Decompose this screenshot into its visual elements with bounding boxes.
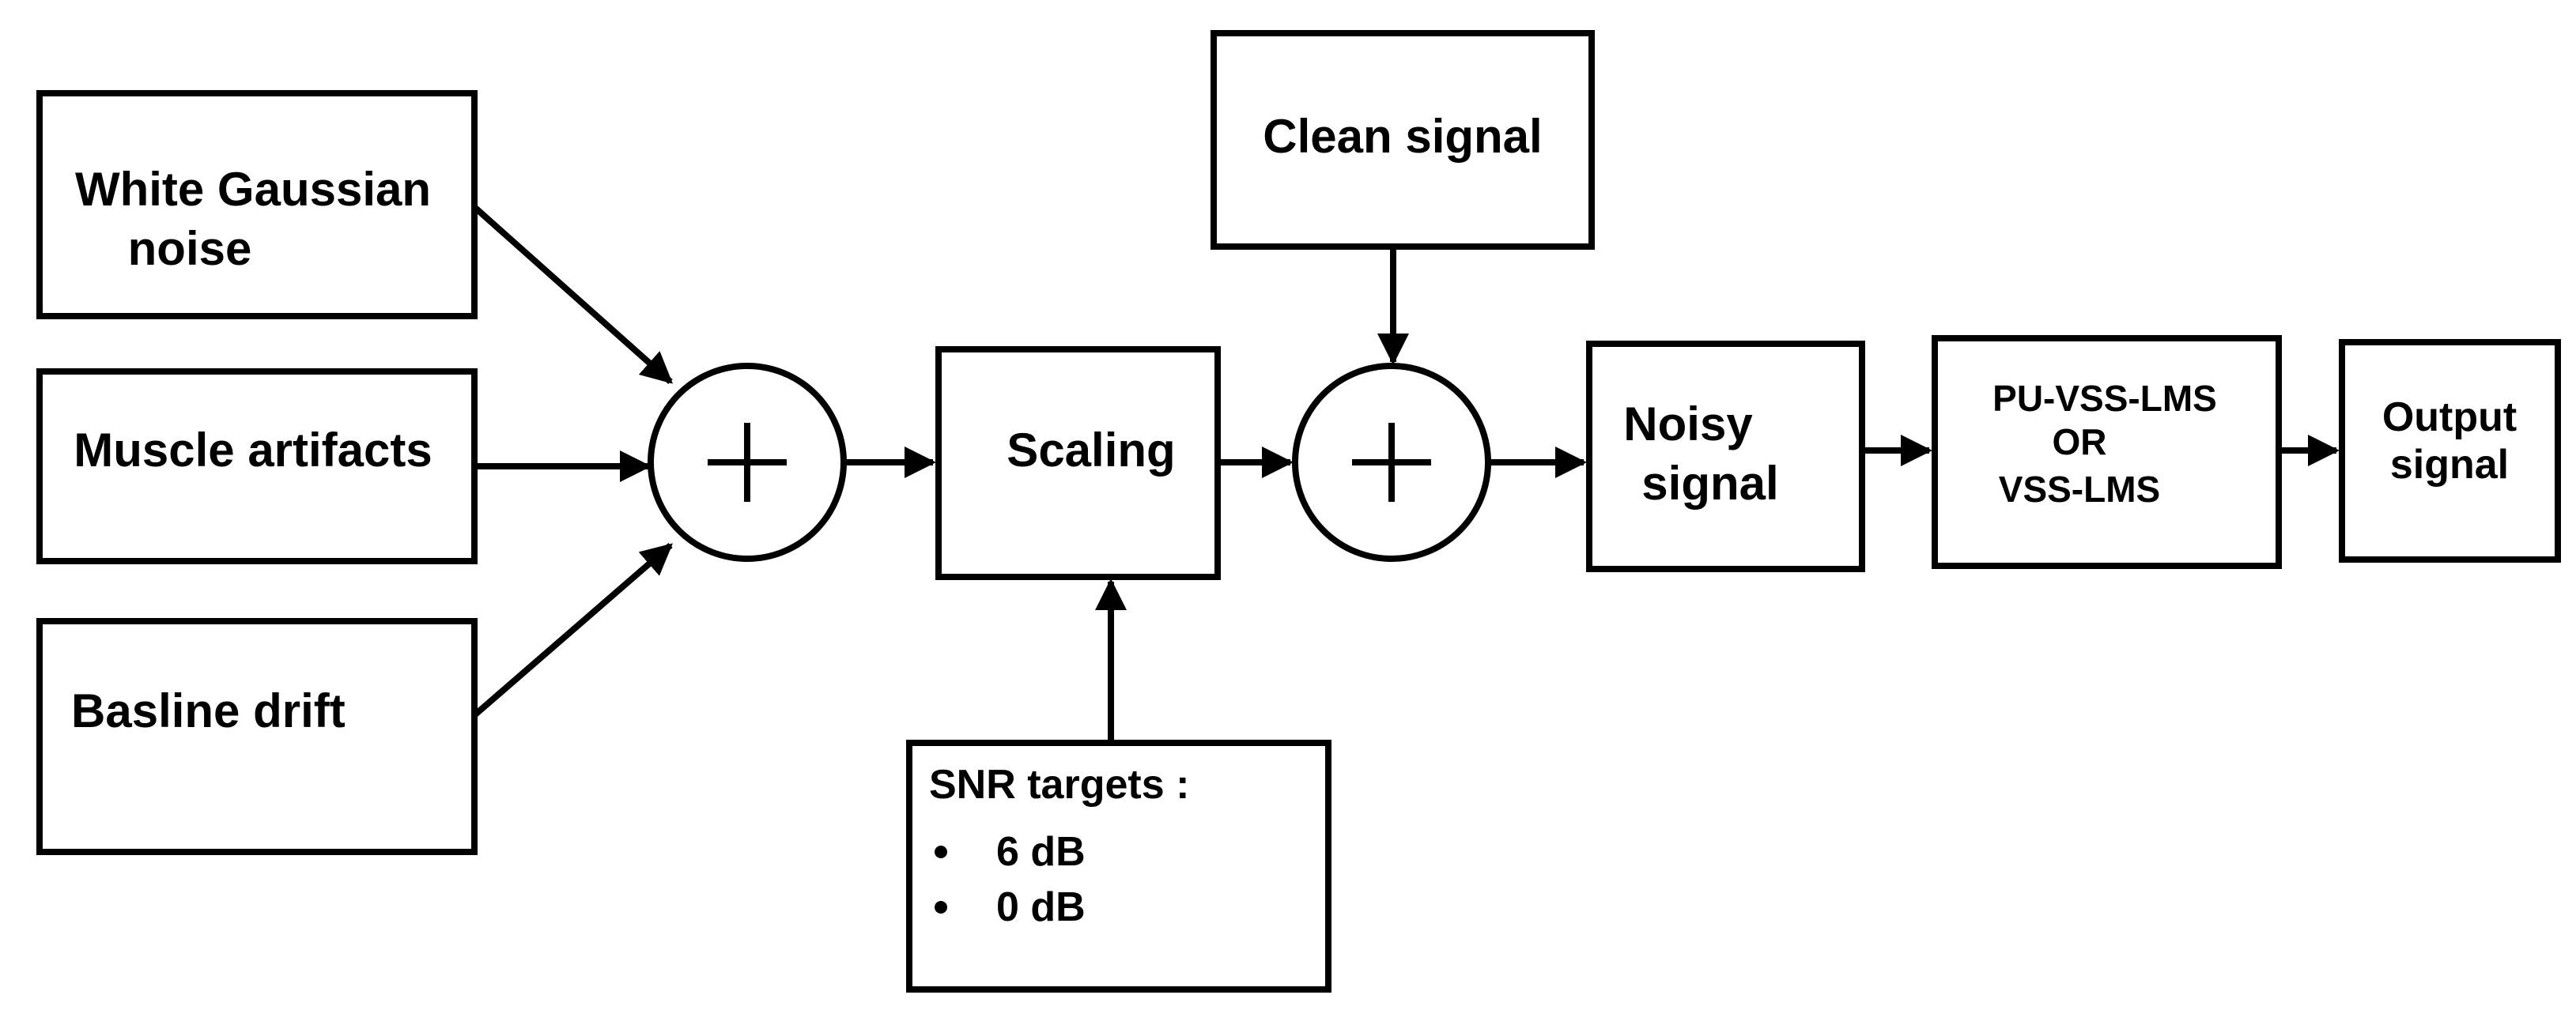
snr-targets-title: SNR targets : xyxy=(929,762,1189,808)
clean-signal-label: Clean signal xyxy=(1263,110,1542,163)
noise-sum-junction xyxy=(648,363,847,562)
adaptive-filter-box: PU-VSS-LMS OR VSS-LMS xyxy=(1932,335,2282,569)
output-signal-box: Output signal xyxy=(2339,339,2561,563)
baseline-drift-label: Basline drift xyxy=(71,684,346,737)
white-gaussian-noise-box: White Gaussian noise xyxy=(36,90,478,319)
filter-label-line2: OR xyxy=(2053,421,2107,462)
white-gaussian-noise-label-line1: White Gaussian xyxy=(75,163,431,216)
white-gaussian-noise-label-line2: noise xyxy=(128,222,252,275)
filter-label-line3: VSS-LMS xyxy=(1999,469,2160,510)
arrow-drift-to-sum xyxy=(472,542,674,718)
muscle-artifacts-box: Muscle artifacts xyxy=(36,368,478,564)
clean-signal-box: Clean signal xyxy=(1211,30,1595,250)
output-signal-label-line1: Output xyxy=(2382,394,2517,440)
snr-bullet-2 xyxy=(935,901,947,914)
snr-target-item: 6 dB xyxy=(996,829,1086,875)
signal-sum-junction xyxy=(1292,363,1491,562)
arrow-noise-to-sum xyxy=(472,205,673,384)
filter-label-line1: PU-VSS-LMS xyxy=(1992,378,2217,419)
snr-targets-box: SNR targets : 6 dB 0 dB xyxy=(906,740,1331,993)
noisy-signal-box: Noisy signal xyxy=(1586,341,1865,572)
snr-target-item: 0 dB xyxy=(996,884,1086,930)
output-signal-label-line2: signal xyxy=(2390,442,2509,488)
noisy-signal-label-line1: Noisy xyxy=(1623,398,1753,450)
noisy-signal-label-line2: signal xyxy=(1641,457,1778,510)
scaling-box: Scaling xyxy=(935,346,1221,580)
scaling-label: Scaling xyxy=(1007,424,1175,477)
baseline-drift-box: Basline drift xyxy=(36,618,478,855)
muscle-artifacts-label: Muscle artifacts xyxy=(74,424,432,477)
snr-bullet-1 xyxy=(935,846,947,858)
